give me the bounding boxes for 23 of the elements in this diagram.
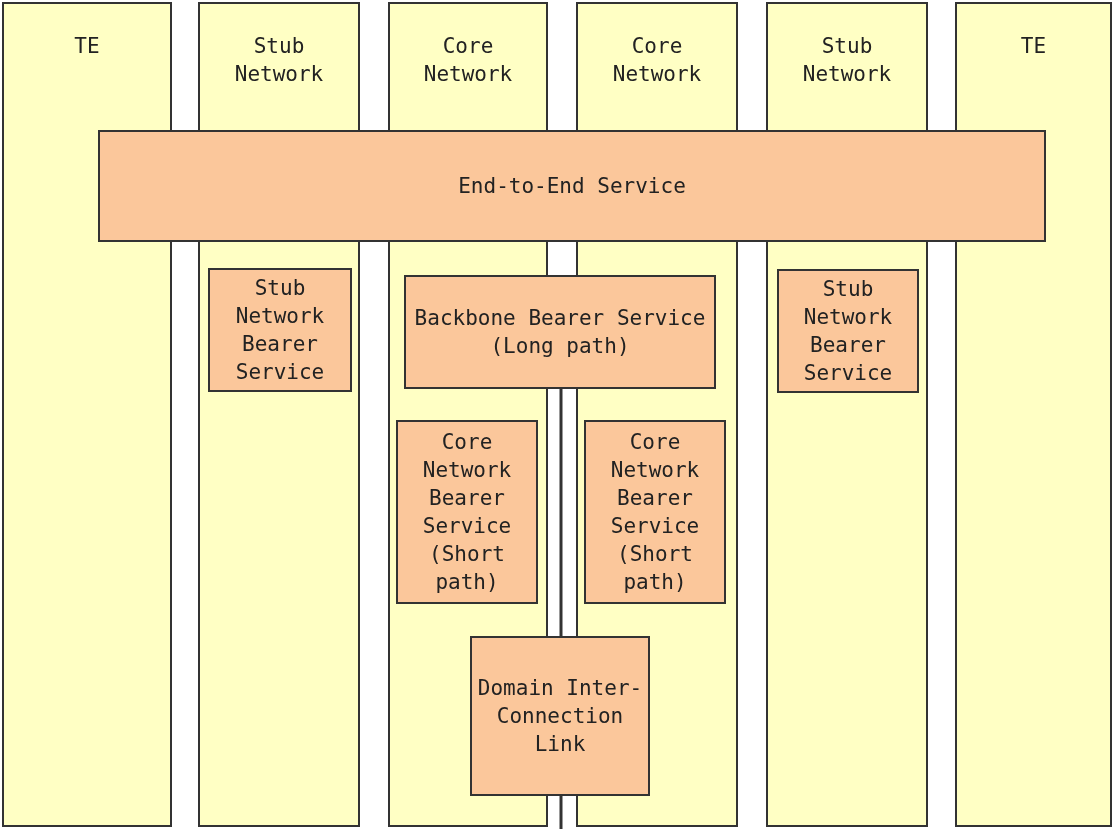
service-box: [208, 268, 352, 392]
box-label: Stub Network Bearer Service: [234, 275, 326, 386]
column-heading: TE: [1019, 33, 1048, 60]
column-heading: Core Network: [611, 33, 703, 88]
column-panel: [2, 2, 172, 827]
column-heading: Stub Network: [233, 33, 325, 88]
service-box: [470, 636, 650, 796]
service-box: [98, 130, 1046, 242]
box-label: Stub Network Bearer Service: [802, 276, 894, 387]
box-label: Domain Inter-Connection Link: [476, 675, 644, 758]
box-label: Backbone Bearer Service (Long path): [413, 305, 707, 360]
column-panel: [955, 2, 1112, 827]
box-label: Core Network Bearer Service (Short path): [609, 429, 701, 596]
connector-line: [559, 389, 563, 636]
box-label: Core Network Bearer Service (Short path): [421, 429, 513, 596]
column-heading: TE: [73, 33, 101, 60]
service-box: [396, 420, 538, 604]
column-heading: Core Network: [422, 33, 514, 88]
box-label: End-to-End Service: [458, 173, 686, 200]
service-box: [584, 420, 726, 604]
service-box: [404, 275, 716, 389]
service-box: [777, 269, 919, 393]
column-heading: Stub Network: [801, 33, 893, 88]
